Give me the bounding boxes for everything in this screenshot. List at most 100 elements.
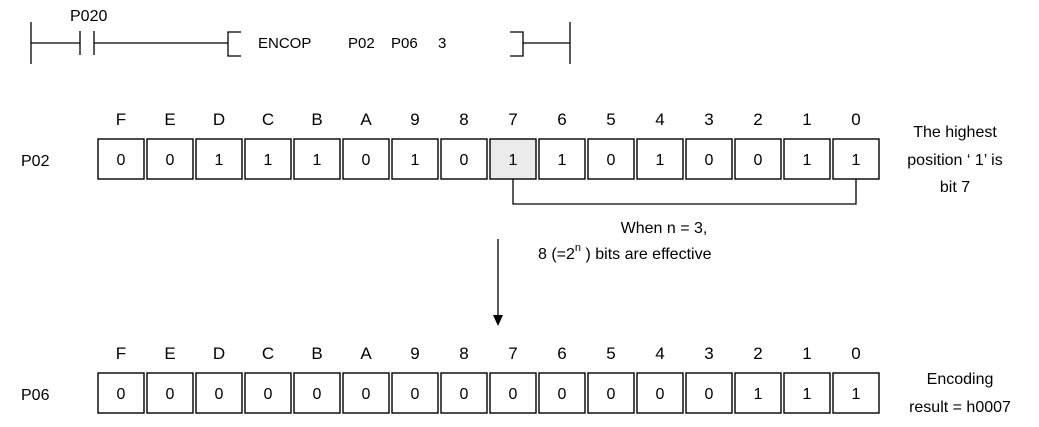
register-label: P06: [21, 387, 50, 404]
bit-header: 9: [410, 344, 419, 363]
bit-header-row: F E D C B A 9 8 7 6 5 4 3 2 1 0: [116, 110, 861, 129]
bit-value: 0: [705, 152, 714, 169]
bit-cell: [538, 138, 586, 180]
bit-header: 1: [802, 344, 811, 363]
bit-value: 1: [411, 152, 420, 169]
down-arrow-icon: [493, 315, 503, 326]
bit-cell: [97, 372, 145, 414]
bit-value: 1: [509, 152, 518, 169]
bit-cell: [146, 138, 194, 180]
bit-header: E: [164, 110, 175, 129]
bit-cell: [734, 372, 782, 414]
bit-value: 0: [264, 386, 273, 403]
effective-note-line2: 8 (=2n ) bits are effective: [538, 242, 712, 263]
bit-cell: [832, 372, 880, 414]
instruction-n: 3: [438, 35, 446, 52]
bit-values: 0 0 1 1 1 0 1 0 1 1 0 1 0 0 1 1: [117, 152, 861, 169]
bit-cell: [587, 138, 635, 180]
register-label: P02: [21, 153, 50, 170]
bit-header: 8: [459, 110, 468, 129]
bit-cell: [832, 138, 880, 180]
bit-cell: [97, 138, 145, 180]
bit-cell: [391, 372, 439, 414]
bit-header: D: [213, 110, 225, 129]
bit-cell: [195, 138, 243, 180]
bit-cells: [97, 138, 880, 180]
bit-value: 0: [166, 152, 175, 169]
bit-header: 2: [753, 344, 762, 363]
bit-cell: [783, 372, 831, 414]
bit-header: C: [262, 110, 274, 129]
bit-header: 7: [508, 110, 517, 129]
bit-header: 0: [851, 110, 860, 129]
bit-cell: [587, 372, 635, 414]
bit-value: 0: [607, 152, 616, 169]
bit-header: 1: [802, 110, 811, 129]
bit-value: 1: [215, 152, 224, 169]
ladder-rung: P020 ENCOP P02 P06 3: [30, 8, 571, 64]
bit-cell: [342, 138, 390, 180]
bit-value: 1: [558, 152, 567, 169]
register-p02: F E D C B A 9 8 7 6 5 4 3 2 1 0 P02: [21, 110, 1003, 196]
bit-value: 1: [313, 152, 322, 169]
bit-value: 0: [411, 386, 420, 403]
bit-cell: [146, 372, 194, 414]
highest-bit-note: The highest position ‘ 1’ is bit 7: [907, 124, 1002, 196]
bit-value: 1: [656, 152, 665, 169]
bit-value: 0: [607, 386, 616, 403]
bit-value: 1: [754, 386, 763, 403]
bit-cells: [97, 372, 880, 414]
bit-value: 1: [803, 152, 812, 169]
bit-cell: [734, 138, 782, 180]
highlighted-bit-cell: [489, 138, 537, 180]
bit-header: 9: [410, 110, 419, 129]
bit-header: 7: [508, 344, 517, 363]
instruction-name: ENCOP: [258, 35, 311, 52]
bit-value: 0: [362, 152, 371, 169]
bit-header: 8: [459, 344, 468, 363]
bit-header: D: [213, 344, 225, 363]
note-line: The highest: [913, 124, 997, 141]
bit-cell: [244, 372, 292, 414]
bit-header: B: [311, 344, 322, 363]
bit-header: 6: [557, 110, 566, 129]
bit-cell: [342, 372, 390, 414]
bit-cell: [440, 138, 488, 180]
bit-value: 1: [803, 386, 812, 403]
bit-header-row: F E D C B A 9 8 7 6 5 4 3 2 1 0: [116, 344, 861, 363]
note-line: bit 7: [940, 179, 970, 196]
bit-value: 0: [117, 152, 126, 169]
bit-value: 1: [852, 386, 861, 403]
bit-header: 3: [704, 344, 713, 363]
bit-cell: [293, 138, 341, 180]
bit-cell: [685, 372, 733, 414]
note-line: position ‘ 1’ is: [907, 152, 1002, 169]
bit-value: 0: [754, 152, 763, 169]
bit-cell: [440, 372, 488, 414]
effective-note-line1: When n = 3,: [621, 220, 708, 237]
bit-header: A: [360, 344, 372, 363]
register-p06: F E D C B A 9 8 7 6 5 4 3 2 1 0 P06: [21, 344, 1011, 416]
bit-header: 6: [557, 344, 566, 363]
bit-value: 0: [656, 386, 665, 403]
bit-header: C: [262, 344, 274, 363]
bit-cell: [391, 138, 439, 180]
bit-header: 3: [704, 110, 713, 129]
bit-header: F: [116, 344, 126, 363]
bit-value: 0: [166, 386, 175, 403]
bit-cell: [489, 372, 537, 414]
bit-cell: [538, 372, 586, 414]
bit-value: 0: [705, 386, 714, 403]
bit-header: 4: [655, 110, 664, 129]
bit-header: B: [311, 110, 322, 129]
instruction-dest: P06: [391, 35, 418, 52]
bit-header: 5: [606, 344, 615, 363]
encoding-result-note: Encoding result = h0007: [909, 371, 1011, 416]
bit-value: 0: [460, 152, 469, 169]
bit-value: 0: [215, 386, 224, 403]
bit-cell: [636, 372, 684, 414]
bit-value: 0: [509, 386, 518, 403]
note-line: result = h0007: [909, 399, 1011, 416]
bit-cell: [783, 138, 831, 180]
